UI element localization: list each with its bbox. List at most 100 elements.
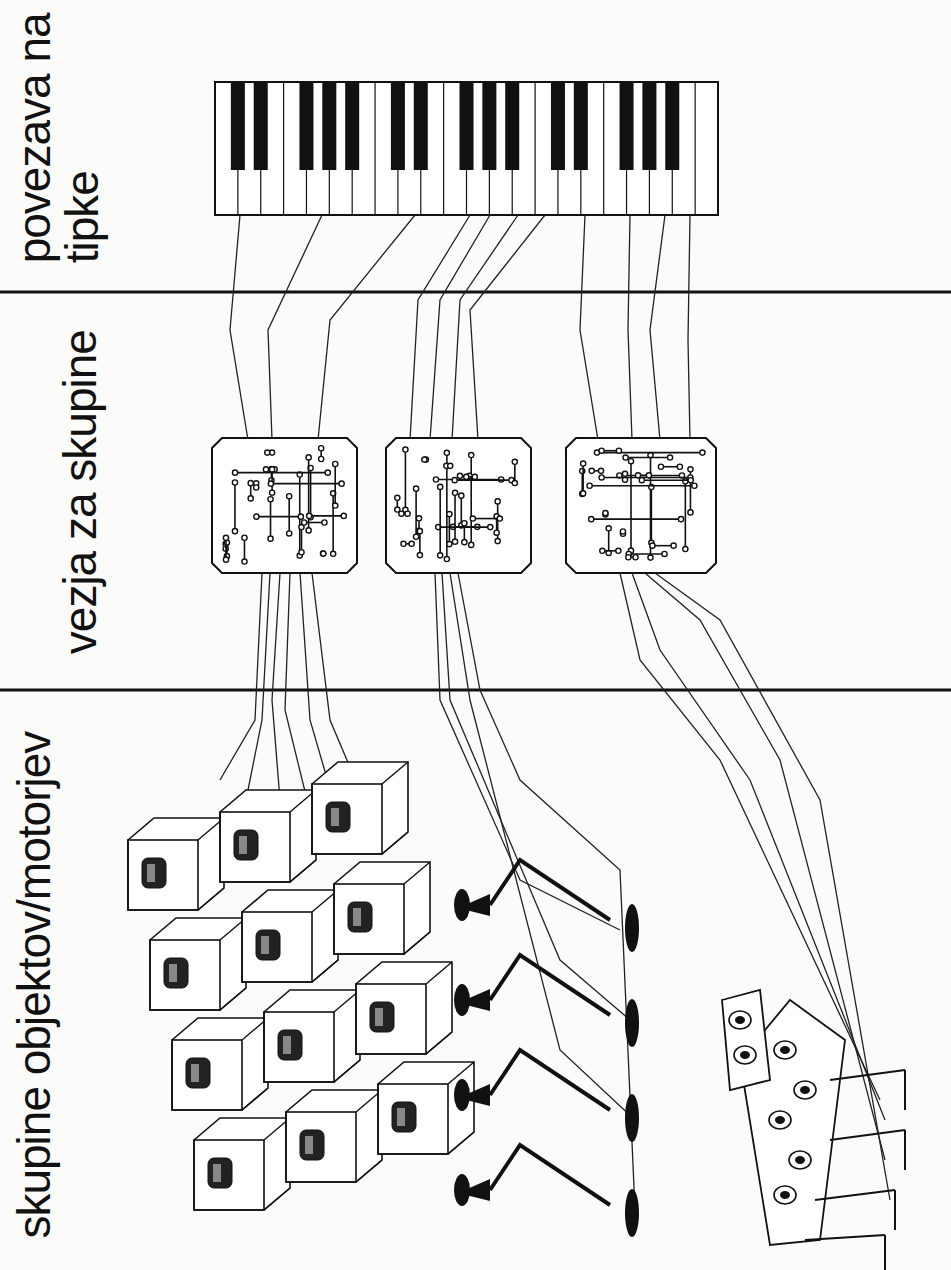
chair-leg bbox=[805, 1235, 885, 1240]
board-pad bbox=[302, 520, 307, 525]
board-trace bbox=[470, 455, 472, 545]
wire bbox=[452, 215, 518, 440]
board-pad bbox=[438, 553, 443, 558]
board-pad bbox=[448, 463, 453, 468]
board-trace bbox=[419, 531, 421, 555]
board-trace bbox=[685, 481, 687, 549]
board-trace bbox=[582, 464, 584, 494]
board-pad bbox=[472, 474, 477, 479]
section-heading: povezava na tipke bbox=[10, 1, 107, 263]
wire bbox=[230, 215, 248, 440]
board-pad bbox=[405, 511, 410, 516]
board-pad bbox=[622, 471, 627, 476]
board-pad bbox=[688, 467, 693, 472]
box-face bbox=[242, 912, 312, 982]
board-trace bbox=[438, 526, 490, 528]
box-edge bbox=[426, 1032, 452, 1054]
board-trace bbox=[310, 468, 312, 517]
motor bbox=[326, 802, 350, 832]
board-trace bbox=[473, 518, 500, 520]
box-edge bbox=[426, 962, 452, 984]
motor-highlight bbox=[191, 1064, 199, 1082]
black-key bbox=[620, 82, 634, 170]
box-face bbox=[172, 1040, 242, 1110]
wire bbox=[410, 215, 470, 440]
chair-motor-core bbox=[780, 1191, 790, 1199]
board-pad bbox=[650, 543, 655, 548]
board-pad bbox=[422, 457, 427, 462]
lamp-base bbox=[625, 904, 639, 952]
board-pad bbox=[401, 541, 406, 546]
black-key bbox=[322, 82, 336, 170]
chair-leg bbox=[904, 1070, 906, 1110]
board-pad bbox=[409, 541, 414, 546]
board-trace bbox=[256, 516, 301, 518]
board-pad bbox=[620, 529, 625, 534]
board-pad bbox=[321, 551, 326, 556]
wire bbox=[470, 215, 545, 440]
board-pad bbox=[469, 452, 474, 457]
board-trace bbox=[642, 479, 691, 481]
box-edge bbox=[382, 832, 408, 854]
white-key-edge bbox=[283, 82, 284, 215]
box-body bbox=[286, 1090, 382, 1182]
chair-leg bbox=[830, 1070, 905, 1080]
board-pad bbox=[678, 517, 683, 522]
board-pad bbox=[662, 551, 667, 556]
board-pad bbox=[320, 551, 325, 556]
board-pad bbox=[512, 459, 517, 464]
lamp-shade-rim bbox=[454, 1174, 470, 1206]
chair-leg bbox=[815, 1190, 895, 1200]
box-face bbox=[150, 940, 220, 1010]
circuit-board bbox=[212, 438, 716, 573]
chair-motor bbox=[794, 1081, 816, 1099]
board-pad bbox=[459, 493, 464, 498]
section-divider bbox=[0, 292, 951, 690]
board-pad bbox=[325, 470, 330, 475]
board-trace bbox=[630, 461, 632, 550]
board-pad bbox=[223, 557, 228, 562]
board-trace bbox=[608, 528, 610, 553]
board-pad bbox=[688, 478, 693, 483]
board-pad bbox=[319, 456, 324, 461]
black-key bbox=[391, 82, 405, 170]
black-key bbox=[299, 82, 313, 170]
black-key bbox=[482, 82, 496, 170]
black-key bbox=[665, 82, 679, 170]
lamp-shade-rim bbox=[454, 984, 470, 1016]
board-pad bbox=[306, 455, 311, 460]
box-edge bbox=[242, 1088, 268, 1110]
board-pad bbox=[667, 455, 672, 460]
white-key-edge bbox=[695, 82, 696, 215]
board-pad bbox=[677, 464, 682, 469]
board-pad bbox=[494, 530, 499, 535]
board-trace bbox=[308, 457, 310, 530]
board-pad bbox=[581, 491, 586, 496]
board-pad bbox=[331, 551, 336, 556]
board-pad bbox=[462, 540, 467, 545]
board-pad bbox=[417, 553, 422, 558]
motor bbox=[392, 1102, 416, 1132]
chair-leg bbox=[894, 1190, 896, 1230]
board-pad bbox=[333, 503, 338, 508]
black-key bbox=[414, 82, 428, 170]
board-pad bbox=[616, 448, 621, 453]
motor bbox=[278, 1030, 302, 1060]
motor bbox=[208, 1158, 232, 1188]
motor bbox=[142, 858, 166, 888]
motor-highlight bbox=[261, 936, 269, 954]
black-key bbox=[345, 82, 359, 170]
section-heading: vezja za skupine bbox=[56, 330, 104, 654]
board-pad bbox=[341, 513, 346, 518]
board-pad bbox=[700, 450, 705, 455]
box-edge bbox=[334, 1060, 360, 1082]
board-pad bbox=[648, 555, 653, 560]
chair-leg bbox=[884, 1235, 886, 1270]
board-pad bbox=[447, 541, 452, 546]
board-pad bbox=[268, 536, 273, 541]
motor bbox=[300, 1130, 324, 1160]
board-trace bbox=[334, 464, 336, 506]
wire bbox=[318, 215, 415, 440]
